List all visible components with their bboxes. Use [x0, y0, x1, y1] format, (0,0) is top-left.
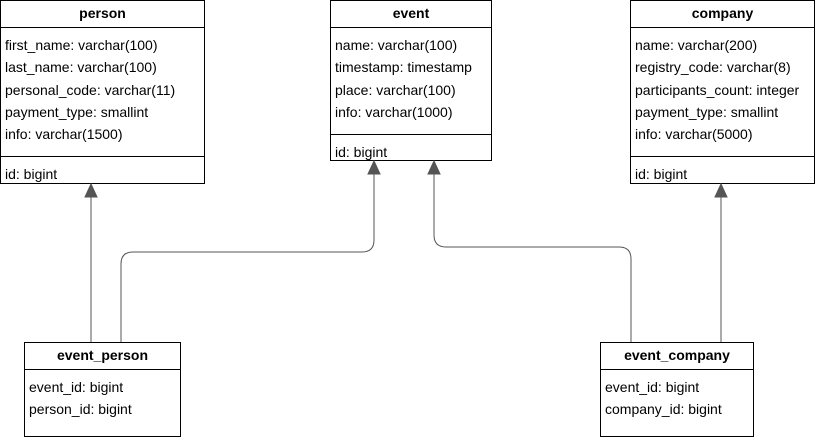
field: payment_type: smallint — [5, 103, 149, 120]
field-list: name: varchar(200) registry_code: varcha… — [631, 28, 814, 156]
entity-event[interactable]: event name: varchar(100) timestamp: time… — [330, 0, 492, 161]
field: info: varchar(5000) — [635, 126, 753, 143]
entity-person[interactable]: person first_name: varchar(100) last_nam… — [0, 0, 205, 184]
key-field: id: bigint — [5, 166, 58, 182]
field: timestamp: timestamp — [335, 59, 472, 76]
field-list: first_name: varchar(100) last_name: varc… — [1, 28, 204, 156]
field: participants_count: integer — [635, 81, 800, 98]
entity-title: event_person — [25, 343, 180, 370]
field: info: varchar(1500) — [5, 126, 123, 143]
divider — [331, 134, 491, 135]
field: last_name: varchar(100) — [5, 59, 157, 76]
field: first_name: varchar(100) — [5, 37, 158, 53]
field: name: varchar(200) — [635, 37, 758, 53]
entity-title: company — [631, 1, 814, 28]
arrowhead-icon — [427, 159, 441, 175]
field: company_id: bigint — [605, 401, 722, 418]
divider — [631, 156, 814, 157]
arrowhead-icon — [84, 182, 98, 198]
field: event_id: bigint — [605, 379, 700, 395]
entity-event-person[interactable]: event_person event_id: bigint person_id:… — [24, 342, 181, 437]
field: place: varchar(100) — [335, 81, 456, 98]
field: personal_code: varchar(11) — [5, 81, 176, 98]
arrowhead-icon — [367, 159, 381, 175]
field: info: varchar(1000) — [335, 103, 453, 120]
field: payment_type: smallint — [635, 103, 779, 120]
connector-event-person-to-event — [120, 173, 375, 342]
entity-company[interactable]: company name: varchar(200) registry_code… — [630, 0, 815, 184]
arrowhead-icon — [714, 182, 728, 198]
field-list: name: varchar(100) timestamp: timestamp … — [331, 28, 491, 134]
connector-event-company-to-event — [433, 173, 632, 342]
field: registry_code: varchar(8) — [635, 59, 791, 76]
entity-title: person — [1, 1, 204, 28]
field-list: event_id: bigint company_id: bigint — [601, 370, 753, 425]
field: name: varchar(100) — [335, 37, 458, 53]
entity-event-company[interactable]: event_company event_id: bigint company_i… — [600, 342, 754, 437]
field-list: event_id: bigint person_id: bigint — [25, 370, 180, 425]
key-field: id: bigint — [635, 166, 688, 182]
entity-title: event_company — [601, 343, 753, 370]
divider — [1, 156, 204, 157]
entity-title: event — [331, 1, 491, 28]
field: event_id: bigint — [29, 379, 124, 395]
key-field: id: bigint — [335, 144, 388, 160]
field: person_id: bigint — [29, 401, 132, 418]
